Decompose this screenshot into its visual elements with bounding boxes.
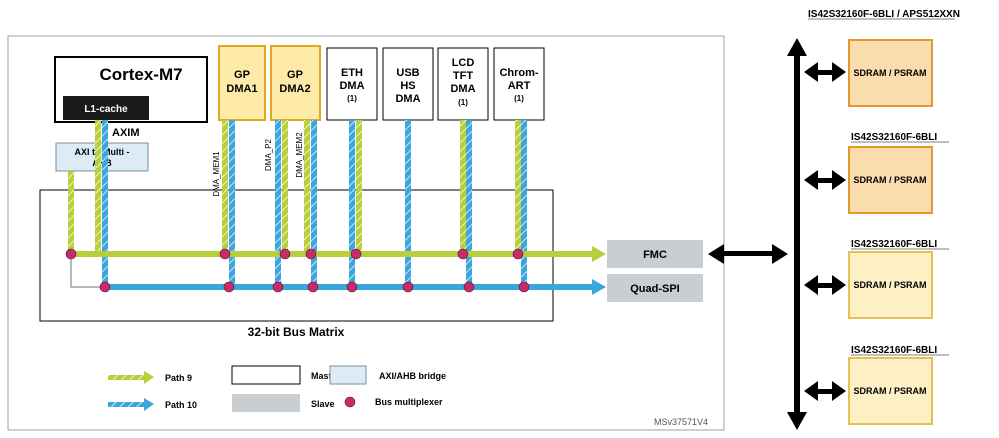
legend-mux-swatch bbox=[344, 396, 356, 408]
legend-path9-swatch bbox=[108, 375, 144, 380]
chip-2-label: SDRAM / PSRAM bbox=[853, 175, 926, 185]
l1-cache-label: L1-cache bbox=[84, 104, 128, 115]
path10-arrowhead bbox=[592, 279, 606, 295]
lcd-dma-label-3: DMA bbox=[450, 83, 475, 95]
gp-dma2-box bbox=[270, 45, 321, 121]
fmc-label: FMC bbox=[643, 249, 667, 261]
dma-mem2-label: DMA_MEM2 bbox=[295, 132, 304, 178]
legend-path9-label: Path 9 bbox=[165, 373, 192, 383]
lcd-dma-label-1: LCD bbox=[452, 57, 475, 69]
legend-mux-label: Bus multiplexer bbox=[375, 397, 443, 407]
chrom-art-label-3: (1) bbox=[514, 94, 524, 103]
bridge-connector bbox=[70, 254, 102, 288]
fmc-slave-box bbox=[607, 240, 703, 268]
path9-arrowhead bbox=[592, 246, 606, 262]
chip-1-part: IS42S32160F-6BLI / APS512XXN bbox=[808, 9, 960, 20]
quadspi-label: Quad-SPI bbox=[630, 283, 680, 295]
eth-dma-label-1: ETH bbox=[341, 67, 363, 79]
legend-master-label: Master bbox=[311, 371, 341, 381]
usb-dma-box bbox=[382, 47, 434, 121]
usb-dma-label-2: HS bbox=[400, 80, 415, 92]
legend-bridge-swatch bbox=[329, 365, 367, 385]
path9-bus bbox=[71, 251, 593, 257]
memory-chip-1: IS42S32160F-6BLI / APS512XXN SDRAM / PSR… bbox=[808, 9, 960, 107]
chip-4-label: SDRAM / PSRAM bbox=[853, 386, 926, 396]
memory-chip-2: IS42S32160F-6BLI SDRAM / PSRAM bbox=[848, 132, 949, 214]
axim-label: AXIM bbox=[112, 127, 140, 139]
lcd-dma-box bbox=[437, 47, 489, 121]
legend-path10-label: Path 10 bbox=[165, 400, 197, 410]
gp-dma1-box bbox=[218, 45, 266, 121]
l1-cache-box bbox=[63, 96, 149, 120]
chip-2-part: IS42S32160F-6BLI bbox=[851, 132, 937, 143]
cortex-m7-box bbox=[54, 56, 208, 123]
gp-dma2-label-2: DMA2 bbox=[279, 83, 310, 95]
dma-p2-label: DMA_P2 bbox=[264, 138, 273, 171]
memory-chip-3: IS42S32160F-6BLI SDRAM / PSRAM bbox=[848, 239, 949, 319]
mux-dots bbox=[65, 248, 530, 293]
usb-dma-label-1: USB bbox=[396, 67, 419, 79]
chrom-art-label-1: Chrom- bbox=[499, 67, 538, 79]
gp-dma1-label-2: DMA1 bbox=[226, 83, 257, 95]
gp-dma1-label-1: GP bbox=[234, 69, 250, 81]
lcd-dma-label-2: TFT bbox=[453, 70, 473, 82]
gp-dma2-label-1: GP bbox=[287, 69, 303, 81]
chip-4-part: IS42S32160F-6BLI bbox=[851, 345, 937, 356]
legend-slave-label: Slave bbox=[311, 399, 335, 409]
chip-1-label: SDRAM / PSRAM bbox=[853, 68, 926, 78]
bus-matrix-label: 32-bit Bus Matrix bbox=[248, 325, 345, 339]
legend-slave-swatch bbox=[232, 394, 300, 412]
legend-master-swatch bbox=[231, 365, 301, 385]
lcd-dma-label-4: (1) bbox=[458, 98, 468, 107]
legend: Path 9 Path 10 Master Slave AXI/AHB brid… bbox=[108, 365, 446, 412]
chip-3-label: SDRAM / PSRAM bbox=[853, 280, 926, 290]
dma-mem1-label: DMA_MEM1 bbox=[212, 151, 221, 197]
cortex-m7-title: Cortex-M7 bbox=[99, 65, 182, 84]
memory-bus bbox=[787, 38, 807, 430]
legend-bridge-label: AXI/AHB bridge bbox=[379, 371, 446, 381]
usb-dma-label-3: DMA bbox=[395, 93, 420, 105]
memory-chip-4: IS42S32160F-6BLI SDRAM / PSRAM bbox=[848, 345, 949, 425]
quadspi-slave-box bbox=[607, 274, 703, 302]
chrom-art-label-2: ART bbox=[508, 80, 531, 92]
doc-id: MSv37571V4 bbox=[654, 417, 708, 427]
legend-path10-swatch bbox=[108, 402, 144, 407]
eth-dma-label-2: DMA bbox=[339, 80, 364, 92]
master-bus-lines bbox=[68, 120, 527, 287]
eth-dma-box bbox=[326, 47, 378, 121]
fmc-external-arrow bbox=[708, 244, 788, 264]
chip-3-part: IS42S32160F-6BLI bbox=[851, 239, 937, 250]
memory-branch-arrows bbox=[804, 62, 846, 401]
eth-dma-label-3: (1) bbox=[347, 94, 357, 103]
